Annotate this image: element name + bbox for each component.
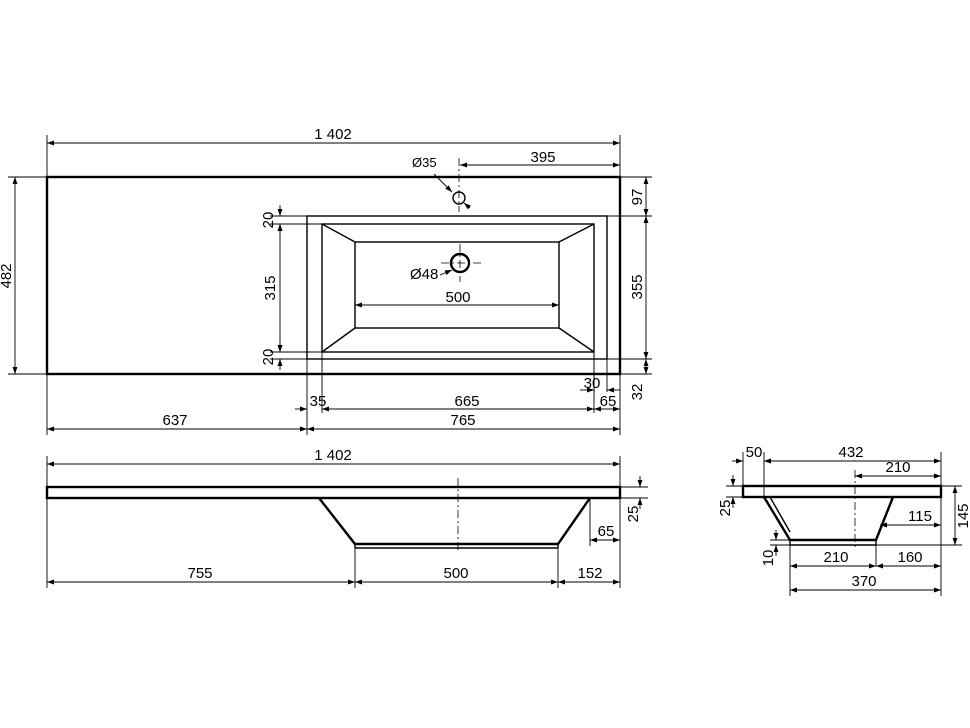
rim-right-label: 65 — [600, 393, 617, 410]
side-inner-offset-label: 115 — [908, 508, 932, 525]
countertop-outline — [45, 175, 622, 376]
tap-offset-label: 395 — [530, 149, 555, 166]
front-slope-offset-label: 65 — [598, 523, 615, 540]
front-slab — [45, 485, 622, 500]
front-view: 1 402 25 65 755 500 152 — [45, 447, 648, 588]
side-bottom-total-label: 370 — [851, 573, 876, 590]
bowl-top-gap-label: 97 — [629, 189, 646, 206]
drain-label: Ø48 — [410, 266, 438, 283]
side-bowl-profile — [762, 496, 895, 542]
front-bottom-width-label: 500 — [443, 565, 468, 582]
side-height-label: 145 — [955, 503, 970, 528]
side-slab-thickness-label: 25 — [717, 500, 734, 517]
side-half-depth-label: 210 — [885, 459, 910, 476]
left-margin-bottom-label: 20 — [260, 349, 277, 366]
bowl-bottom-gap-label: 32 — [629, 384, 646, 401]
front-slab-thickness-label: 25 — [625, 506, 642, 523]
drain-width-label: 500 — [445, 289, 470, 306]
side-slab — [741, 484, 943, 499]
left-margin-top-label: 20 — [260, 212, 277, 229]
bowl-inner-width-label: 665 — [454, 393, 479, 410]
front-right-label: 152 — [577, 565, 602, 582]
bowl-rim-right-label: 30 — [584, 375, 601, 392]
bowl-rim-outer — [306, 215, 608, 360]
bowl-inner — [321, 223, 595, 353]
top-view: Ø35 Ø48 1 402 395 482 97 355 32 — [0, 126, 652, 435]
side-rim-label: 50 — [746, 444, 763, 461]
side-bottom-offset-label: 160 — [897, 549, 922, 566]
overall-depth-label: 482 — [0, 263, 15, 288]
front-bowl-profile — [318, 497, 591, 546]
left-offset-label: 637 — [162, 412, 187, 429]
tap-hole-label: Ø35 — [412, 155, 437, 170]
bowl-depth-label: 355 — [629, 274, 646, 299]
side-total-depth-label: 432 — [838, 444, 863, 461]
side-view: 50 432 210 25 145 115 10 210 — [717, 444, 970, 596]
front-overall-width-label: 1 402 — [314, 447, 352, 464]
front-left-label: 755 — [187, 565, 212, 582]
bowl-bottom — [354, 241, 560, 329]
bowl-outer-width-label: 765 — [450, 412, 475, 429]
rim-left-label: 35 — [310, 393, 327, 410]
inner-depth-label: 315 — [262, 275, 279, 300]
side-bottom-half-label: 210 — [823, 549, 848, 566]
overall-width-label: 1 402 — [314, 126, 352, 143]
side-bottom-thickness-label: 10 — [760, 550, 777, 567]
